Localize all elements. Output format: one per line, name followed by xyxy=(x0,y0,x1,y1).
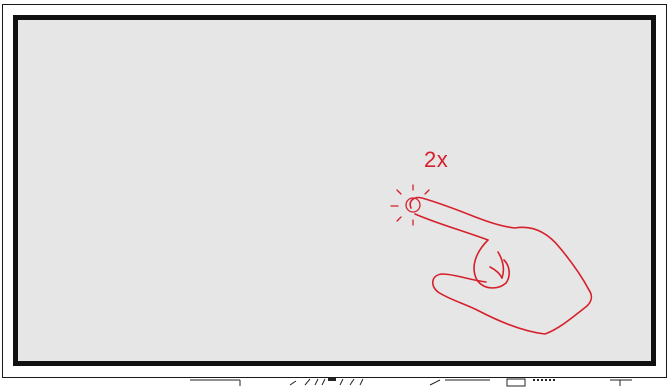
gesture-illustration xyxy=(18,20,651,361)
display-screen[interactable]: 2x xyxy=(18,20,651,361)
display-bezel: 2x xyxy=(13,15,656,366)
interactive-display: 2x xyxy=(2,4,667,378)
display-bottom-controls xyxy=(0,378,671,387)
front-panel-strip xyxy=(0,378,671,387)
pointing-hand-icon xyxy=(410,198,591,334)
